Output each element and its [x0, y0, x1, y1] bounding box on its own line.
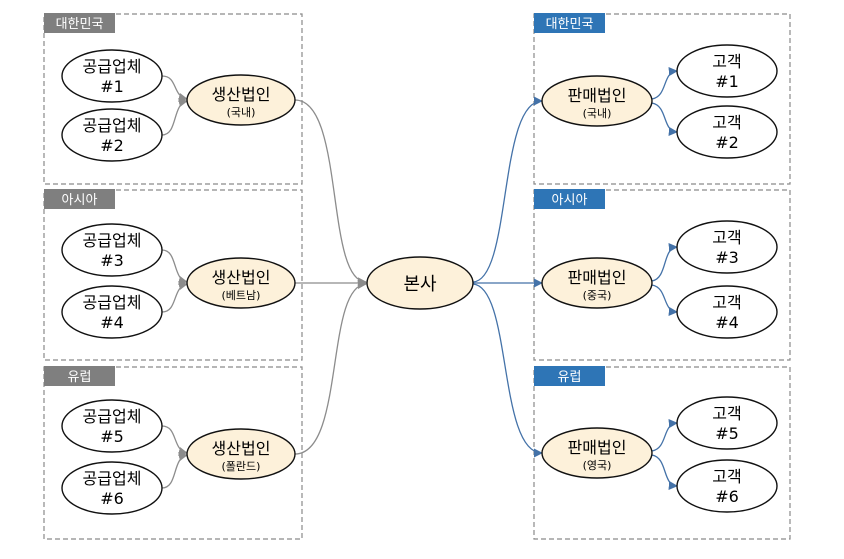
supplier-node-1[interactable]: 공급업체 #1 [61, 49, 163, 103]
region-tag-label: 유럽 [68, 370, 92, 385]
left-region-asia: 아시아 [43, 189, 303, 361]
customer-label: 고객 [712, 52, 741, 71]
supplier-number: #5 [100, 427, 124, 446]
supplier-node-5[interactable]: 공급업체 #5 [61, 399, 163, 453]
production-label: 생산법인 [212, 85, 271, 104]
customer-node-2[interactable]: 고객 #2 [676, 105, 778, 159]
sales-location: (국내) [583, 107, 612, 120]
supplier-number: #6 [100, 489, 124, 508]
region-tag-label: 대한민국 [56, 17, 104, 32]
customer-node-1[interactable]: 고객 #1 [676, 44, 778, 98]
supplier-node-4[interactable]: 공급업체 #4 [61, 285, 163, 339]
supplier-label: 공급업체 [83, 231, 142, 250]
production-node-poland[interactable]: 생산법인 (폴란드) [186, 428, 296, 480]
supplier-label: 공급업체 [83, 116, 142, 135]
production-label: 생산법인 [212, 268, 271, 287]
sales-node-uk[interactable]: 판매법인 (영국) [541, 427, 653, 479]
hq-node[interactable]: 본사 [366, 256, 474, 310]
sales-label: 판매법인 [568, 268, 627, 287]
customer-label: 고객 [712, 228, 741, 247]
customer-label: 고객 [712, 113, 741, 132]
customer-number: #3 [715, 248, 739, 267]
supplier-label: 공급업체 [83, 293, 142, 312]
customer-label: 고객 [712, 467, 741, 486]
supplier-label: 공급업체 [83, 57, 142, 76]
sales-node-china[interactable]: 판매법인 (중국) [541, 257, 653, 309]
hq-to-sales-links [472, 96, 543, 458]
region-tag-label: 대한민국 [546, 17, 594, 32]
supplier-label: 공급업체 [83, 407, 142, 426]
supplier-number: #2 [100, 136, 124, 155]
region-tag-label: 아시아 [552, 193, 588, 208]
customer-node-4[interactable]: 고객 #4 [676, 285, 778, 339]
sales-label: 판매법인 [568, 438, 627, 457]
sales-node-korea[interactable]: 판매법인 (국내) [541, 75, 653, 127]
sales-location: (영국) [583, 459, 612, 472]
customer-label: 고객 [712, 293, 741, 312]
customer-node-3[interactable]: 고객 #3 [676, 220, 778, 274]
left-region-korea: 대한민국 [43, 13, 303, 185]
supplier-number: #1 [100, 77, 124, 96]
region-tag-label: 유럽 [558, 370, 582, 385]
supplier-node-6[interactable]: 공급업체 #6 [61, 461, 163, 515]
production-to-hq-links [294, 99, 367, 455]
supplier-number: #4 [100, 313, 124, 332]
production-node-korea[interactable]: 생산법인 (국내) [186, 74, 296, 126]
supplier-node-2[interactable]: 공급업체 #2 [61, 108, 163, 162]
region-tag [534, 366, 605, 386]
customer-node-5[interactable]: 고객 #5 [676, 396, 778, 450]
customer-number: #1 [715, 72, 739, 91]
sales-to-customer-links [651, 67, 678, 490]
region-tag [534, 189, 605, 209]
customer-number: #4 [715, 313, 739, 332]
supplier-links [161, 75, 188, 489]
right-region-korea: 대한민국 [533, 13, 791, 185]
region-tag [44, 189, 115, 209]
supplier-node-3[interactable]: 공급업체 #3 [61, 223, 163, 277]
supplier-number: #3 [100, 251, 124, 270]
customer-label: 고객 [712, 404, 741, 423]
region-tag [44, 366, 115, 386]
customer-number: #2 [715, 133, 739, 152]
customer-node-6[interactable]: 고객 #6 [676, 459, 778, 513]
production-node-vietnam[interactable]: 생산법인 (베트남) [186, 257, 296, 309]
region-tag-label: 아시아 [62, 193, 98, 208]
hq-label: 본사 [403, 274, 437, 295]
production-location: (국내) [227, 106, 256, 119]
production-label: 생산법인 [212, 439, 271, 458]
sales-label: 판매법인 [568, 86, 627, 105]
region-tag [534, 13, 605, 33]
production-location: (폴란드) [222, 460, 261, 473]
supplier-label: 공급업체 [83, 469, 142, 488]
region-tag [44, 13, 115, 33]
customer-number: #6 [715, 487, 739, 506]
sales-location: (중국) [583, 289, 612, 302]
customer-number: #5 [715, 424, 739, 443]
production-location: (베트남) [222, 289, 261, 302]
right-region-asia: 아시아 [533, 189, 791, 361]
